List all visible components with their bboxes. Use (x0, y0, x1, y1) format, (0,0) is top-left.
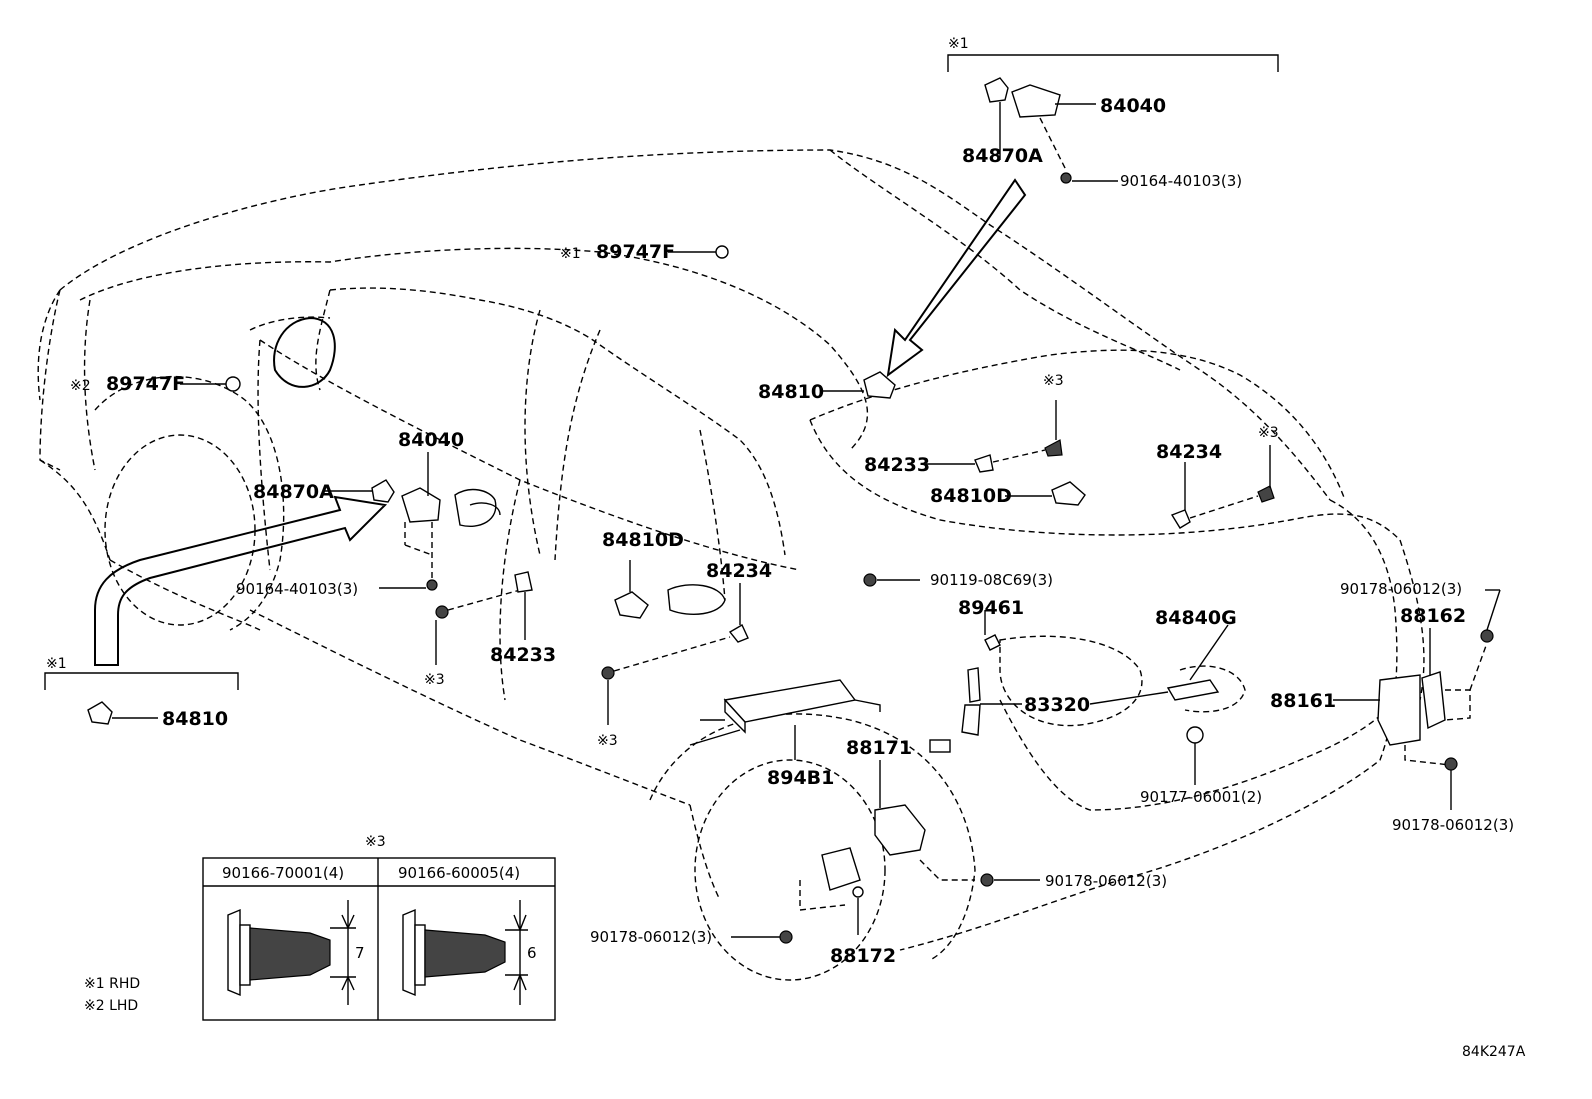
note-3-door-b: ※3 (597, 733, 618, 749)
note-1-89747f: ※1 (560, 246, 581, 262)
label-89747f-top: 89747F (596, 241, 675, 263)
bolt-col2-dim: 6 (527, 944, 537, 962)
direction-arrows (94, 178, 1027, 666)
vehicle-outline (37, 149, 1425, 981)
label-84840g: 84840G (1155, 607, 1237, 629)
label-83320: 83320 (1024, 694, 1090, 716)
bolt-col1-header: 90166-70001(4) (222, 864, 344, 882)
group-bracket-inset (44, 672, 239, 690)
label-88172: 88172 (830, 945, 896, 967)
legend: ※1 RHD ※2 LHD (84, 976, 140, 1014)
note-marks: ※1 ※1 ※2 ※3 ※3 ※3 ※3 ※1 ※3 (46, 36, 1279, 850)
label-84810d-right: 84810D (930, 485, 1012, 507)
part-shapes (87, 77, 1494, 944)
label-90177: 90177-06001(2) (1140, 788, 1262, 806)
label-84810d-door: 84810D (602, 529, 684, 551)
bolt-spec-table: 90166-70001(4) 90166-60005(4) 7 6 (202, 857, 556, 1021)
leader-lines (112, 103, 1501, 938)
label-84040-top: 84040 (1100, 95, 1166, 117)
diagram-reference: 84K247A (1462, 1044, 1526, 1060)
label-84234-door: 84234 (706, 560, 772, 582)
label-894b1: 894B1 (767, 767, 834, 789)
note-1-inset: ※1 (46, 656, 67, 672)
label-90178-mid: 90178-06012(3) (1045, 872, 1167, 890)
legend-lhd: ※2 LHD (84, 998, 138, 1014)
note-3-right-a: ※3 (1043, 373, 1064, 389)
label-84810-inset: 84810 (162, 708, 228, 730)
label-84233-right: 84233 (864, 454, 930, 476)
label-89747f-left: 89747F (106, 373, 185, 395)
label-90119: 90119-08C69(3) (930, 571, 1053, 589)
part-labels: 84040 84870A 90164-40103(3) 89747F 89747… (106, 95, 1514, 967)
bolt-col2-header: 90166-60005(4) (398, 864, 520, 882)
note-2-89747f: ※2 (70, 378, 91, 394)
label-90164-top: 90164-40103(3) (1120, 172, 1242, 190)
note-3-table: ※3 (365, 834, 386, 850)
note-3-door-a: ※3 (424, 672, 445, 688)
bolt-drawing-2: 6 (402, 900, 537, 1005)
label-88162: 88162 (1400, 605, 1466, 627)
label-90164-door: 90164-40103(3) (236, 580, 358, 598)
label-90178-right-bot: 90178-06012(3) (1392, 816, 1514, 834)
bolt-col1-dim: 7 (355, 944, 365, 962)
note-1-top: ※1 (948, 36, 969, 52)
bolt-drawing-1: 7 (227, 900, 365, 1005)
label-84234-right: 84234 (1156, 441, 1222, 463)
label-84040-door: 84040 (398, 429, 464, 451)
label-84870a-top: 84870A (962, 145, 1043, 167)
note-3-right-b: ※3 (1258, 425, 1279, 441)
label-88161: 88161 (1270, 690, 1336, 712)
label-84810-roof: 84810 (758, 381, 824, 403)
label-84233-door: 84233 (490, 644, 556, 666)
label-89461: 89461 (958, 597, 1024, 619)
label-90178-right-top: 90178-06012(3) (1340, 580, 1462, 598)
label-84870a-door: 84870A (253, 481, 334, 503)
label-88171: 88171 (846, 737, 912, 759)
legend-rhd: ※1 RHD (84, 976, 140, 992)
label-90178-left: 90178-06012(3) (590, 928, 712, 946)
group-bracket-top (947, 54, 1279, 72)
